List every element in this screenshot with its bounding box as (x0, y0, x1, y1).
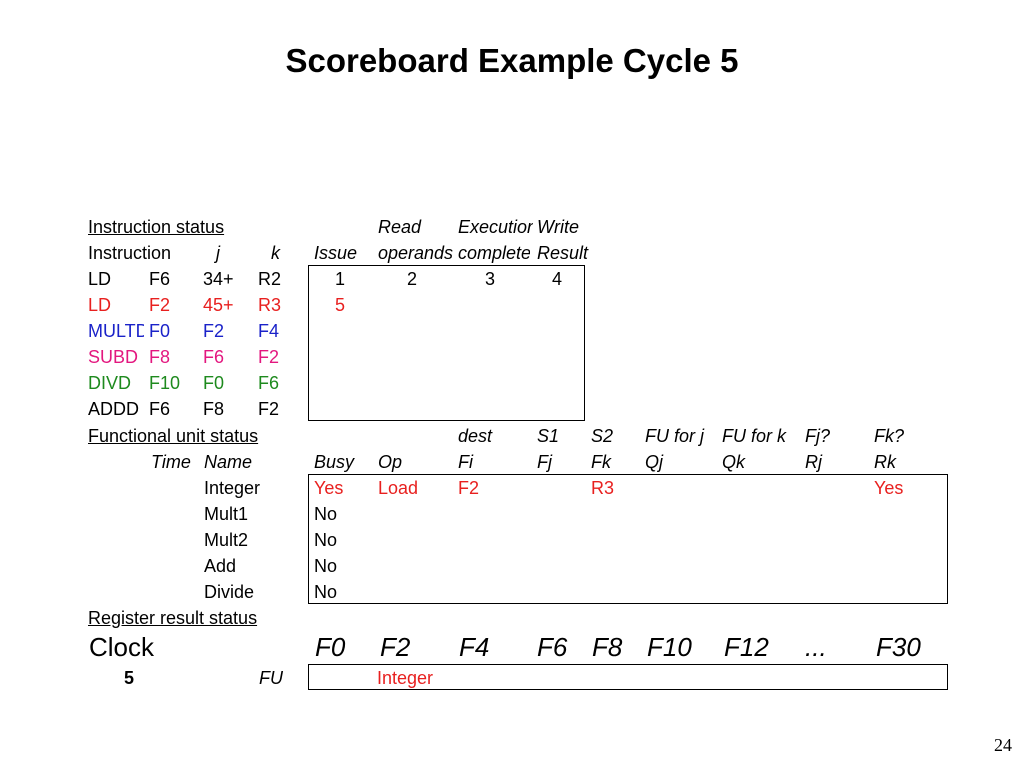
header-k: k (271, 243, 280, 263)
register-name: F4 (459, 632, 490, 662)
register-name: F12 (724, 632, 769, 662)
fu-header-time: Time (151, 452, 191, 472)
register-fu-box (308, 664, 948, 690)
fu-header-qj: Qj (645, 452, 663, 472)
header-exec-top: Execution (458, 217, 533, 237)
register-fu-value: Integer (377, 668, 434, 688)
register-name: F30 (876, 632, 921, 662)
instr-issue: 1 (334, 269, 345, 289)
fu-rk: Yes (874, 478, 904, 498)
instr-op: SUBD (88, 347, 139, 367)
instr-read: 2 (406, 269, 417, 289)
fu-header-fuk: FU for k (722, 426, 787, 446)
fu-header-dest: dest (458, 426, 493, 446)
header-exec-bottom: complete (458, 243, 530, 263)
clock-label: Clock (89, 632, 155, 662)
fu-name: Mult2 (204, 530, 249, 550)
instr-k: F6 (258, 373, 280, 393)
instr-j: 45+ (203, 295, 234, 315)
fu-name: Divide (204, 582, 255, 602)
fu-header-s2: S2 (591, 426, 614, 446)
fu-header-op: Op (378, 452, 403, 472)
register-name: F8 (592, 632, 623, 662)
fu-label: FU (259, 668, 283, 688)
instr-op: LD (88, 269, 112, 289)
instr-exec: 3 (484, 269, 495, 289)
fu-header-rj: Rj (805, 452, 822, 472)
fu-status-box (308, 474, 948, 604)
instr-write: 4 (551, 269, 562, 289)
instr-k: R3 (258, 295, 282, 315)
fu-op: Load (378, 478, 419, 498)
fu-header-fuj: FU for j (645, 426, 705, 446)
fu-busy: No (314, 582, 338, 602)
header-read-top: Read (378, 217, 422, 237)
instr-j: 34+ (203, 269, 234, 289)
header-write-top: Write (537, 217, 579, 237)
instr-dest: F0 (149, 321, 171, 341)
fu-status-heading: Functional unit status (88, 426, 259, 446)
instr-j: F0 (203, 373, 225, 393)
clock-value: 5 (124, 668, 135, 688)
instruction-status-box (308, 265, 585, 421)
register-name: ... (805, 632, 827, 662)
instr-issue: 5 (334, 295, 345, 315)
fu-busy: No (314, 530, 338, 550)
instr-k: R2 (258, 269, 282, 289)
header-write-bottom: Result (537, 243, 589, 263)
instr-op: ADDD (88, 399, 140, 419)
fu-busy: No (314, 504, 338, 524)
instr-dest: F6 (149, 399, 171, 419)
slide-title: Scoreboard Example Cycle 5 (285, 42, 739, 79)
fu-busy: No (314, 556, 338, 576)
fu-header-s1: S1 (537, 426, 560, 446)
register-name: F10 (647, 632, 692, 662)
fu-header-name: Name (204, 452, 253, 472)
instr-dest: F10 (149, 373, 181, 393)
instr-j: F2 (203, 321, 225, 341)
instr-j: F6 (203, 347, 225, 367)
header-read-bottom: operands (378, 243, 453, 263)
fu-name: Integer (204, 478, 261, 498)
instr-j: F8 (203, 399, 225, 419)
fu-header-fi: Fi (458, 452, 473, 472)
fu-header-fk: Fk (591, 452, 611, 472)
instr-op: LD (88, 295, 112, 315)
fu-fi: F2 (458, 478, 480, 498)
page-number: 24 (994, 735, 1012, 755)
fu-header-busy: Busy (314, 452, 355, 472)
header-issue: Issue (314, 243, 358, 263)
instr-k: F4 (258, 321, 280, 341)
register-name: F6 (537, 632, 568, 662)
fu-busy: Yes (314, 478, 344, 498)
fu-name: Mult1 (204, 504, 249, 524)
instr-op: MULTD (88, 321, 144, 341)
instr-dest: F6 (149, 269, 171, 289)
fu-header-rk: Rk (874, 452, 896, 472)
fu-header-fjq: Fj? (805, 426, 831, 446)
fu-header-qk: Qk (722, 452, 746, 472)
register-name: F2 (380, 632, 411, 662)
instruction-status-heading: Instruction status (88, 217, 225, 237)
instr-op: DIVD (88, 373, 132, 393)
register-status-heading: Register result status (88, 608, 258, 628)
instr-k: F2 (258, 347, 280, 367)
instr-k: F2 (258, 399, 280, 419)
instr-dest: F8 (149, 347, 171, 367)
fu-fk: R3 (591, 478, 615, 498)
fu-name: Add (204, 556, 237, 576)
header-instruction: Instruction (88, 243, 172, 263)
instr-dest: F2 (149, 295, 171, 315)
register-name: F0 (315, 632, 346, 662)
fu-header-fkq: Fk? (874, 426, 905, 446)
fu-header-fj: Fj (537, 452, 552, 472)
header-j: j (216, 243, 220, 263)
